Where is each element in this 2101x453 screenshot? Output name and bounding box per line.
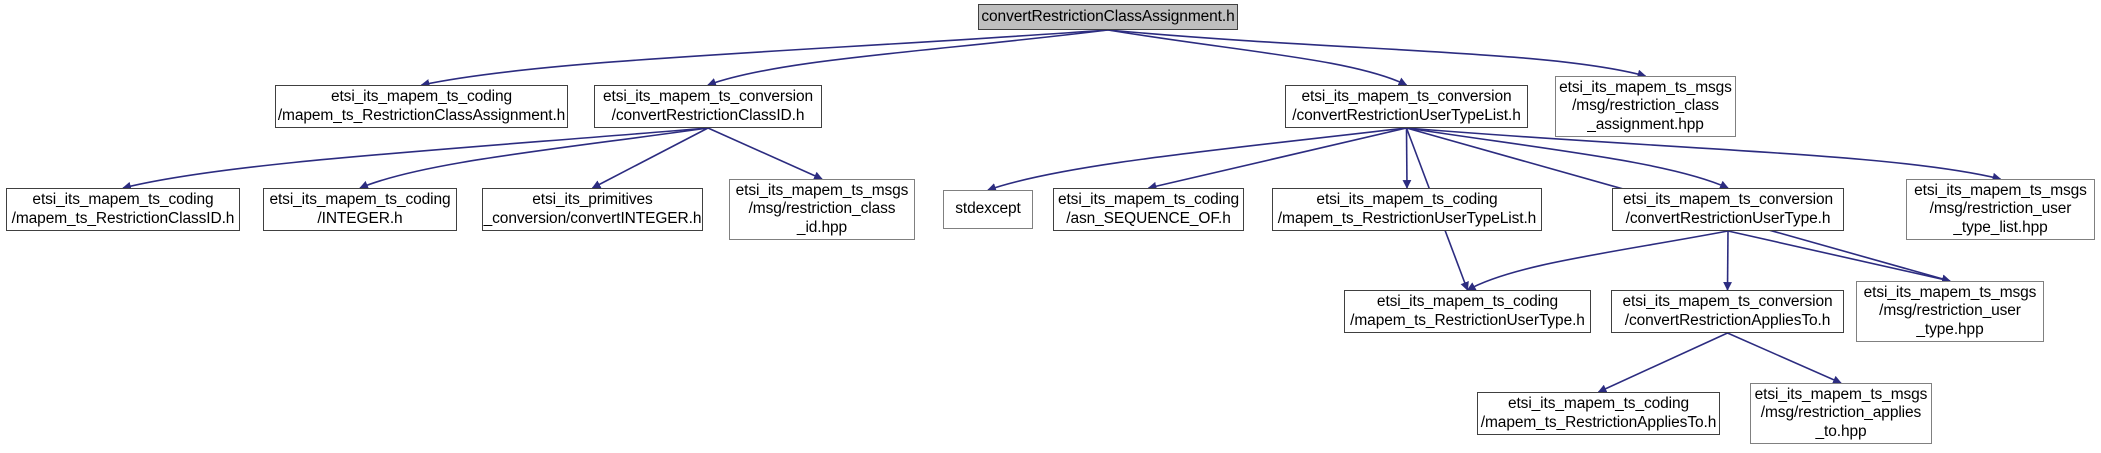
- graph-node[interactable]: etsi_its_mapem_ts_conversion /convertRes…: [1611, 290, 1844, 333]
- graph-node-label: etsi_its_mapem_ts_msgs /msg/restriction_…: [1559, 79, 1732, 133]
- graph-node[interactable]: etsi_its_mapem_ts_msgs /msg/restriction_…: [1750, 383, 1932, 444]
- graph-node-label: etsi_its_mapem_ts_conversion /convertRes…: [1292, 88, 1521, 124]
- graph-node-label: etsi_its_mapem_ts_msgs /msg/restriction_…: [735, 182, 909, 236]
- graph-node[interactable]: etsi_its_mapem_ts_coding /mapem_ts_Restr…: [1344, 290, 1591, 333]
- graph-edge: [122, 127, 709, 191]
- graph-node-label: etsi_its_mapem_ts_coding /asn_SEQUENCE_O…: [1057, 191, 1240, 227]
- graph-node[interactable]: etsi_its_mapem_ts_coding /mapem_ts_Restr…: [1477, 392, 1720, 435]
- graph-node[interactable]: etsi_its_mapem_ts_conversion /convertRes…: [1285, 85, 1528, 128]
- graph-node[interactable]: convertRestrictionClassAssignment.h: [978, 4, 1238, 30]
- graph-node[interactable]: etsi_its_mapem_ts_conversion /convertRes…: [1612, 188, 1844, 231]
- graph-edge: [1406, 127, 2002, 182]
- graph-node[interactable]: etsi_its_mapem_ts_conversion /convertRes…: [594, 85, 822, 128]
- graph-node-label: etsi_its_mapem_ts_coding /mapem_ts_Restr…: [1350, 293, 1585, 329]
- graph-edge: [987, 127, 1407, 192]
- graph-node-label: etsi_its_mapem_ts_msgs /msg/restriction_…: [1754, 386, 1928, 440]
- graph-node-label: convertRestrictionClassAssignment.h: [981, 7, 1235, 25]
- graph-node-label: etsi_its_mapem_ts_coding /mapem_ts_Restr…: [1480, 395, 1717, 431]
- graph-node-label: etsi_its_mapem_ts_conversion /convertRes…: [1623, 191, 1833, 227]
- graph-node[interactable]: etsi_its_mapem_ts_coding /mapem_ts_Restr…: [1272, 188, 1542, 231]
- graph-node-label: etsi_its_mapem_ts_coding /INTEGER.h: [269, 191, 451, 227]
- graph-node[interactable]: etsi_its_mapem_ts_coding /INTEGER.h: [263, 188, 457, 231]
- graph-edge: [1107, 29, 1408, 86]
- graph-node-label: etsi_its_mapem_ts_coding /mapem_ts_Restr…: [277, 88, 566, 124]
- graph-node-label: etsi_its_primitives _conversion/convertI…: [483, 191, 702, 227]
- graph-edge: [1723, 230, 1732, 291]
- graph-node[interactable]: etsi_its_mapem_ts_coding /mapem_ts_Restr…: [275, 85, 568, 128]
- graph-edge: [1727, 332, 1842, 384]
- graph-node[interactable]: etsi_its_mapem_ts_msgs /msg/restriction_…: [729, 179, 915, 240]
- graph-node-label: etsi_its_mapem_ts_msgs /msg/restriction_…: [1914, 182, 2087, 236]
- graph-edge: [1466, 230, 1729, 291]
- graph-edge: [591, 127, 709, 189]
- graph-node[interactable]: etsi_its_mapem_ts_msgs /msg/restriction_…: [1906, 179, 2095, 240]
- graph-node-label: stdexcept: [955, 200, 1021, 218]
- graph-node[interactable]: etsi_its_mapem_ts_msgs /msg/restriction_…: [1856, 281, 2044, 342]
- graph-node[interactable]: etsi_its_mapem_ts_coding /asn_SEQUENCE_O…: [1053, 188, 1244, 231]
- graph-edge: [1597, 332, 1728, 393]
- graph-node-label: etsi_its_mapem_ts_conversion /convertRes…: [1622, 293, 1833, 329]
- graph-node-label: etsi_its_mapem_ts_msgs /msg/restriction_…: [1863, 284, 2037, 338]
- graph-edge: [1402, 127, 1412, 189]
- graph-edge: [1147, 127, 1407, 191]
- graph-edge: [359, 127, 709, 190]
- graph-node-label: etsi_its_mapem_ts_coding /mapem_ts_Restr…: [1277, 191, 1537, 227]
- graph-edge: [1107, 29, 1647, 79]
- graph-edge: [707, 127, 823, 180]
- graph-node-label: etsi_its_mapem_ts_conversion /convertRes…: [603, 88, 813, 124]
- graph-edge: [707, 29, 1109, 87]
- graph-node[interactable]: stdexcept: [943, 190, 1033, 229]
- graph-edge: [420, 29, 1109, 88]
- graph-node[interactable]: etsi_its_mapem_ts_coding /mapem_ts_Restr…: [6, 188, 240, 231]
- graph-edge: [1727, 230, 1951, 284]
- graph-node-label: etsi_its_mapem_ts_coding /mapem_ts_Restr…: [11, 191, 235, 227]
- graph-node[interactable]: etsi_its_primitives _conversion/convertI…: [482, 188, 703, 231]
- graph-edge: [1406, 127, 1729, 189]
- graph-node[interactable]: etsi_its_mapem_ts_msgs /msg/restriction_…: [1555, 76, 1736, 137]
